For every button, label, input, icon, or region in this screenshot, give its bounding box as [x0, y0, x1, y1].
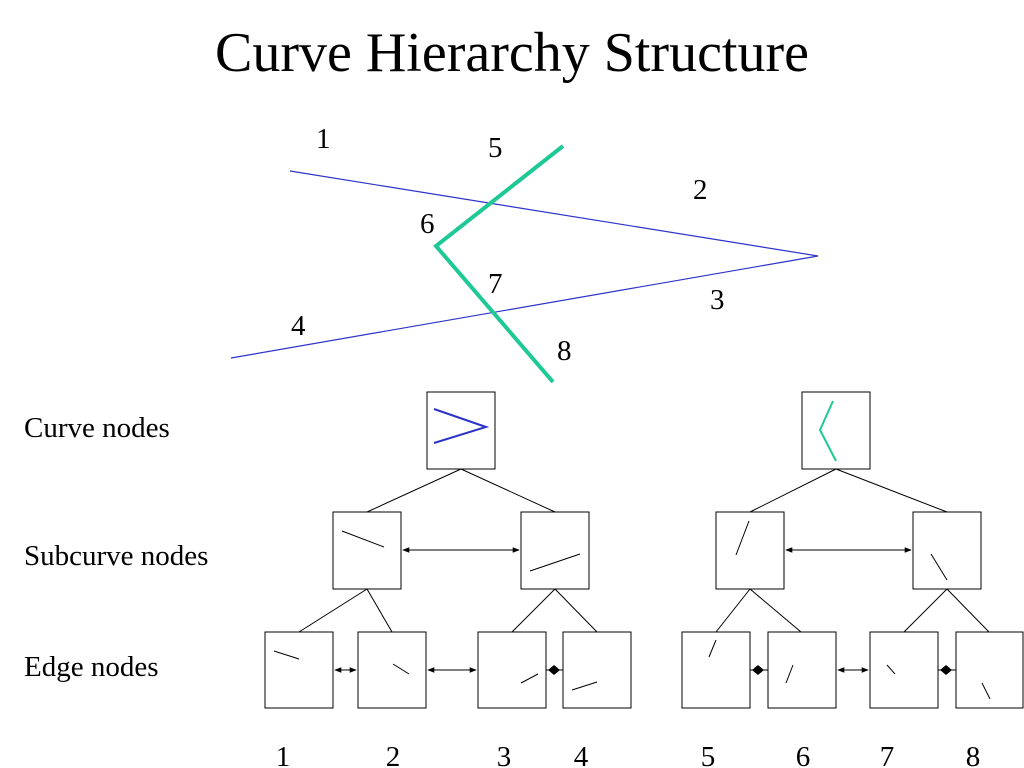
segment-label-3: 3: [710, 284, 725, 316]
curve-node-blue: [426, 391, 496, 470]
green-curve: [433, 144, 565, 384]
segment-label-5: 5: [488, 132, 503, 164]
curve-node-green: [801, 391, 871, 470]
edge-node-4: [562, 631, 632, 709]
subcurve-node-4: [912, 511, 982, 590]
green-curve-thumbnail: [818, 400, 837, 462]
subcurve-nodes-label: Subcurve nodes: [24, 540, 209, 572]
edge-link-7-8-diamond: [940, 665, 952, 675]
curve-illustration: 1 5 2 6 7 3 4 8: [230, 123, 819, 384]
segment-label-7: 7: [488, 268, 503, 300]
edge-number-8: 8: [966, 741, 981, 768]
edge-number-4: 4: [574, 741, 589, 768]
tree-connectors: [298, 468, 990, 633]
edge-number-6: 6: [796, 741, 811, 768]
edge-link-3-4-diamond: [548, 665, 560, 675]
segment-label-8: 8: [557, 335, 572, 367]
blue-curve: [230, 170, 819, 359]
edge-link-5-6-diamond: [752, 665, 764, 675]
subcurve-node-2: [520, 511, 590, 590]
edge-number-7: 7: [880, 741, 895, 768]
blue-curve-thumbnail: [433, 408, 490, 444]
edge-number-5: 5: [701, 741, 716, 768]
edge-node-8: [955, 631, 1024, 709]
edge-node-6: [767, 631, 837, 709]
edge-node-3: [477, 631, 547, 709]
segment-label-4: 4: [291, 310, 306, 342]
edge-number-3: 3: [497, 741, 512, 768]
edge-node-5: [681, 631, 751, 709]
segment-label-2: 2: [693, 174, 708, 206]
edge-numbers: 1 2 3 4 5 6 7 8: [276, 741, 981, 768]
segment-label-1: 1: [316, 123, 331, 155]
edge-nodes-label: Edge nodes: [24, 651, 159, 683]
edge-node-7: [869, 631, 939, 709]
curve-nodes-label: Curve nodes: [24, 412, 170, 444]
subcurve-node-1: [332, 511, 402, 590]
edge-number-2: 2: [386, 741, 401, 768]
segment-label-6: 6: [420, 208, 435, 240]
slide-title: Curve Hierarchy Structure: [215, 22, 809, 84]
edge-node-1: [264, 631, 334, 709]
subcurve-node-3: [715, 511, 785, 590]
edge-node-2: [357, 631, 427, 709]
edge-number-1: 1: [276, 741, 291, 768]
